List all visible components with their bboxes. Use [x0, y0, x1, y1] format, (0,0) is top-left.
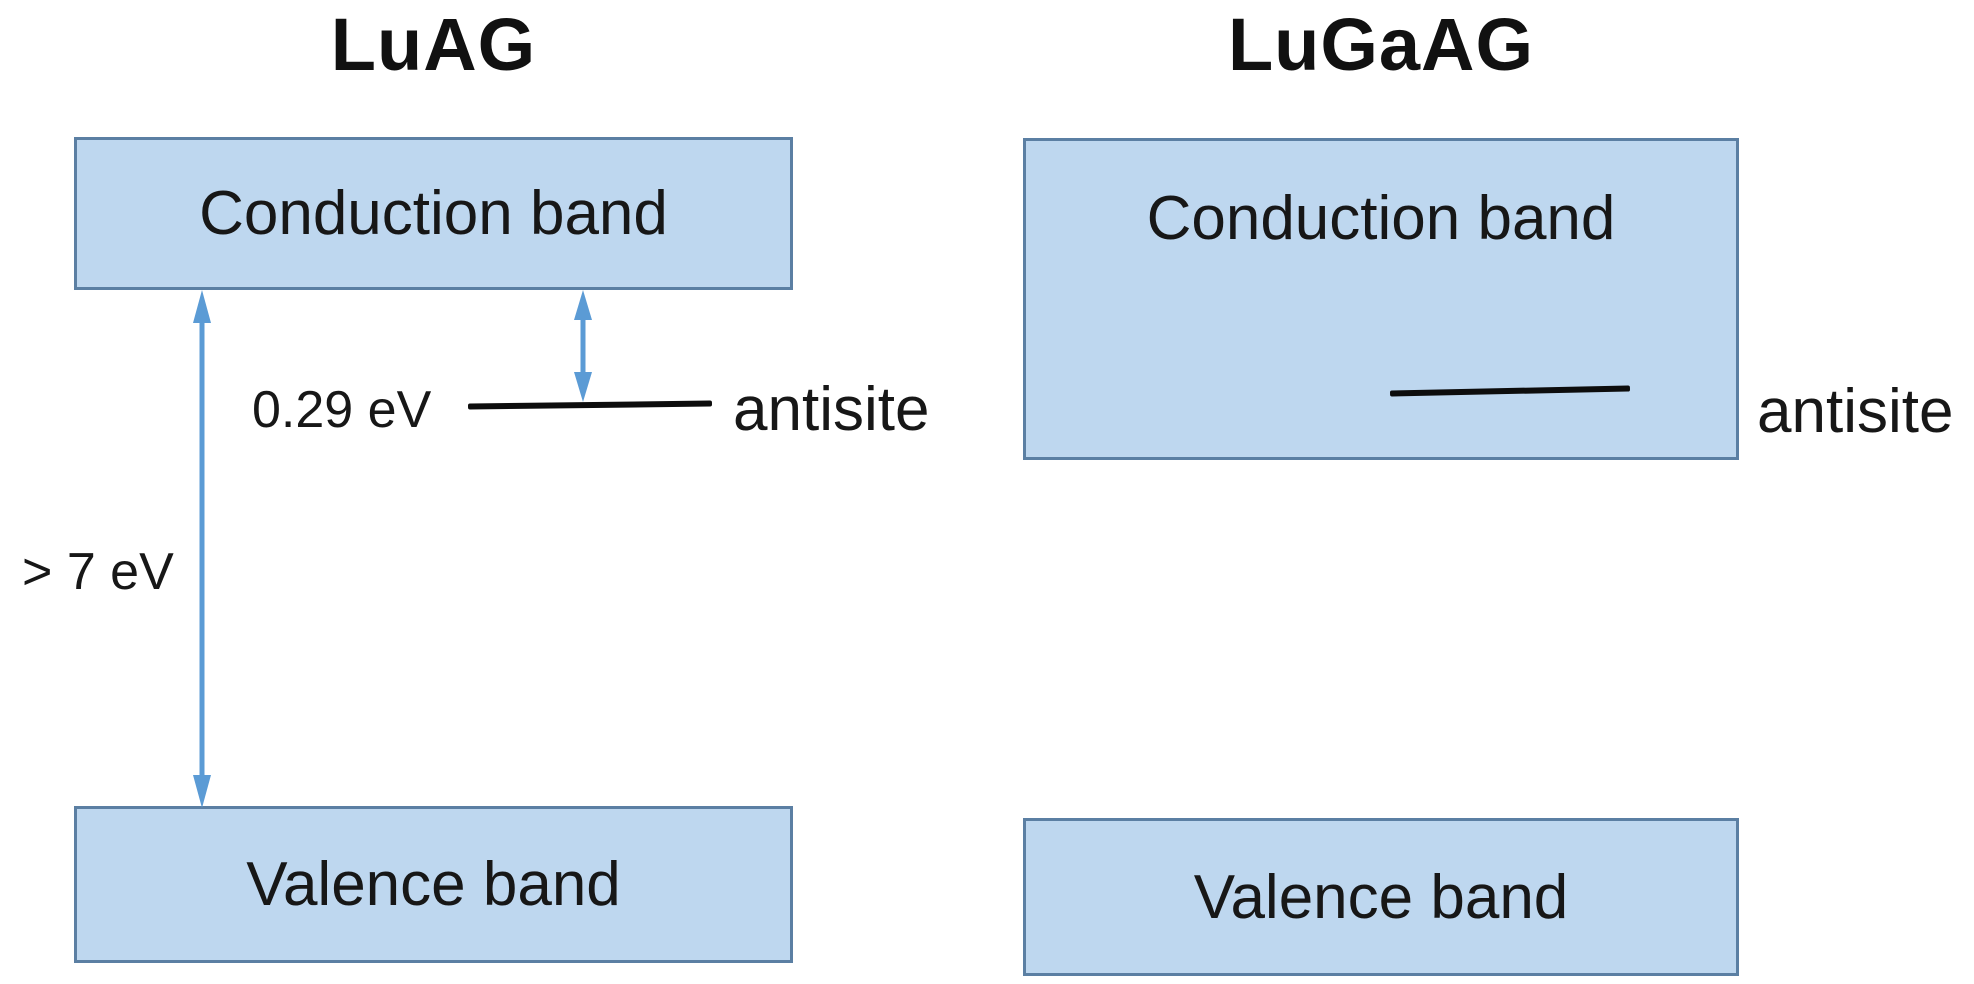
luag-conduction-band-label: Conduction band [199, 179, 668, 248]
luag-valence-band-box: Valence band [74, 806, 793, 963]
luag-antisite-label: antisite [733, 375, 930, 444]
luag-title: LuAG [330, 3, 537, 86]
bandgap-value-label: > 7 eV [22, 543, 174, 601]
luag-conduction-band-box: Conduction band [74, 137, 793, 290]
lugaag-valence-band-box: Valence band [1023, 818, 1739, 976]
lugaag-conduction-band-box: Conduction band [1023, 138, 1739, 460]
lugaag-conduction-band-label: Conduction band [1146, 184, 1616, 253]
antisite-gap-double-arrow-icon [574, 290, 592, 402]
lugaag-antisite-label: antisite [1757, 377, 1954, 446]
lugaag-valence-band-label: Valence band [1193, 862, 1569, 932]
luag-valence-band-label: Valence band [246, 850, 621, 919]
bandgap-double-arrow-icon [193, 290, 211, 808]
antisite-gap-value-label: 0.29 eV [252, 381, 432, 439]
lugaag-title: LuGaAG [1227, 3, 1535, 86]
